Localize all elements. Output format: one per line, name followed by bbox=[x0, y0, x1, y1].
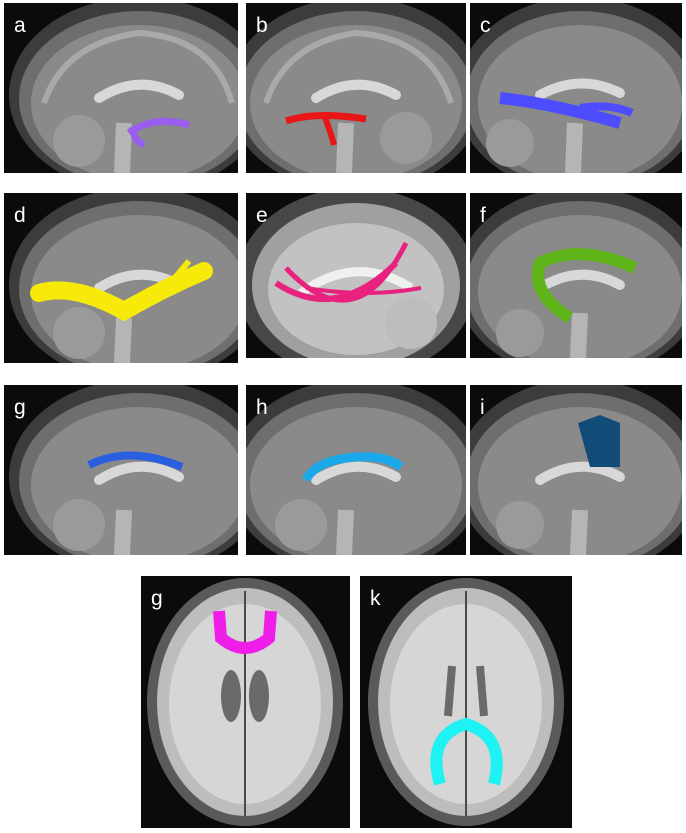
sagittal-brain-image bbox=[470, 385, 682, 555]
axial-brain-image bbox=[368, 578, 564, 826]
panel-c: c bbox=[470, 3, 682, 173]
sagittal-brain-image bbox=[246, 385, 466, 555]
panel-label: i bbox=[480, 396, 485, 419]
panel-d: d bbox=[4, 193, 238, 363]
sagittal-brain-image bbox=[9, 193, 238, 363]
tract-h bbox=[301, 452, 404, 483]
sagittal-brain-image bbox=[246, 3, 466, 173]
sagittal-brain-image bbox=[9, 3, 238, 173]
panel-label: f bbox=[480, 204, 486, 227]
panel-h: h bbox=[246, 385, 466, 555]
tract-c bbox=[499, 92, 622, 129]
panel-label: c bbox=[480, 14, 491, 37]
panel-label: g bbox=[14, 396, 26, 419]
panel-label: h bbox=[256, 396, 268, 419]
panel-label: k bbox=[370, 587, 381, 610]
tract-f bbox=[532, 248, 638, 324]
panel-b: b bbox=[246, 3, 466, 173]
tract-d bbox=[30, 262, 213, 322]
tract-g bbox=[87, 451, 184, 471]
tract-i bbox=[578, 415, 620, 467]
panel-label: g bbox=[151, 587, 163, 610]
axial-brain-image bbox=[147, 578, 343, 826]
panel-i: i bbox=[470, 385, 682, 555]
sagittal-brain-image bbox=[246, 193, 466, 358]
panel-label: a bbox=[14, 14, 26, 37]
tract-forceps-major bbox=[430, 717, 503, 786]
panel-label: b bbox=[256, 14, 268, 37]
panel-f: f bbox=[470, 193, 682, 358]
tract-forceps-minor bbox=[213, 610, 277, 654]
panel-label: e bbox=[256, 204, 268, 227]
panel-label: d bbox=[14, 204, 26, 227]
panel-a: a bbox=[4, 3, 238, 173]
sagittal-brain-image bbox=[470, 3, 682, 173]
tract-b bbox=[284, 111, 367, 125]
sagittal-brain-image bbox=[470, 193, 682, 358]
panel-g-axial: g bbox=[141, 576, 350, 828]
panel-k-axial: k bbox=[360, 576, 572, 828]
panel-g: g bbox=[4, 385, 238, 555]
panel-e: e bbox=[246, 193, 466, 358]
sagittal-brain-image bbox=[9, 385, 238, 555]
